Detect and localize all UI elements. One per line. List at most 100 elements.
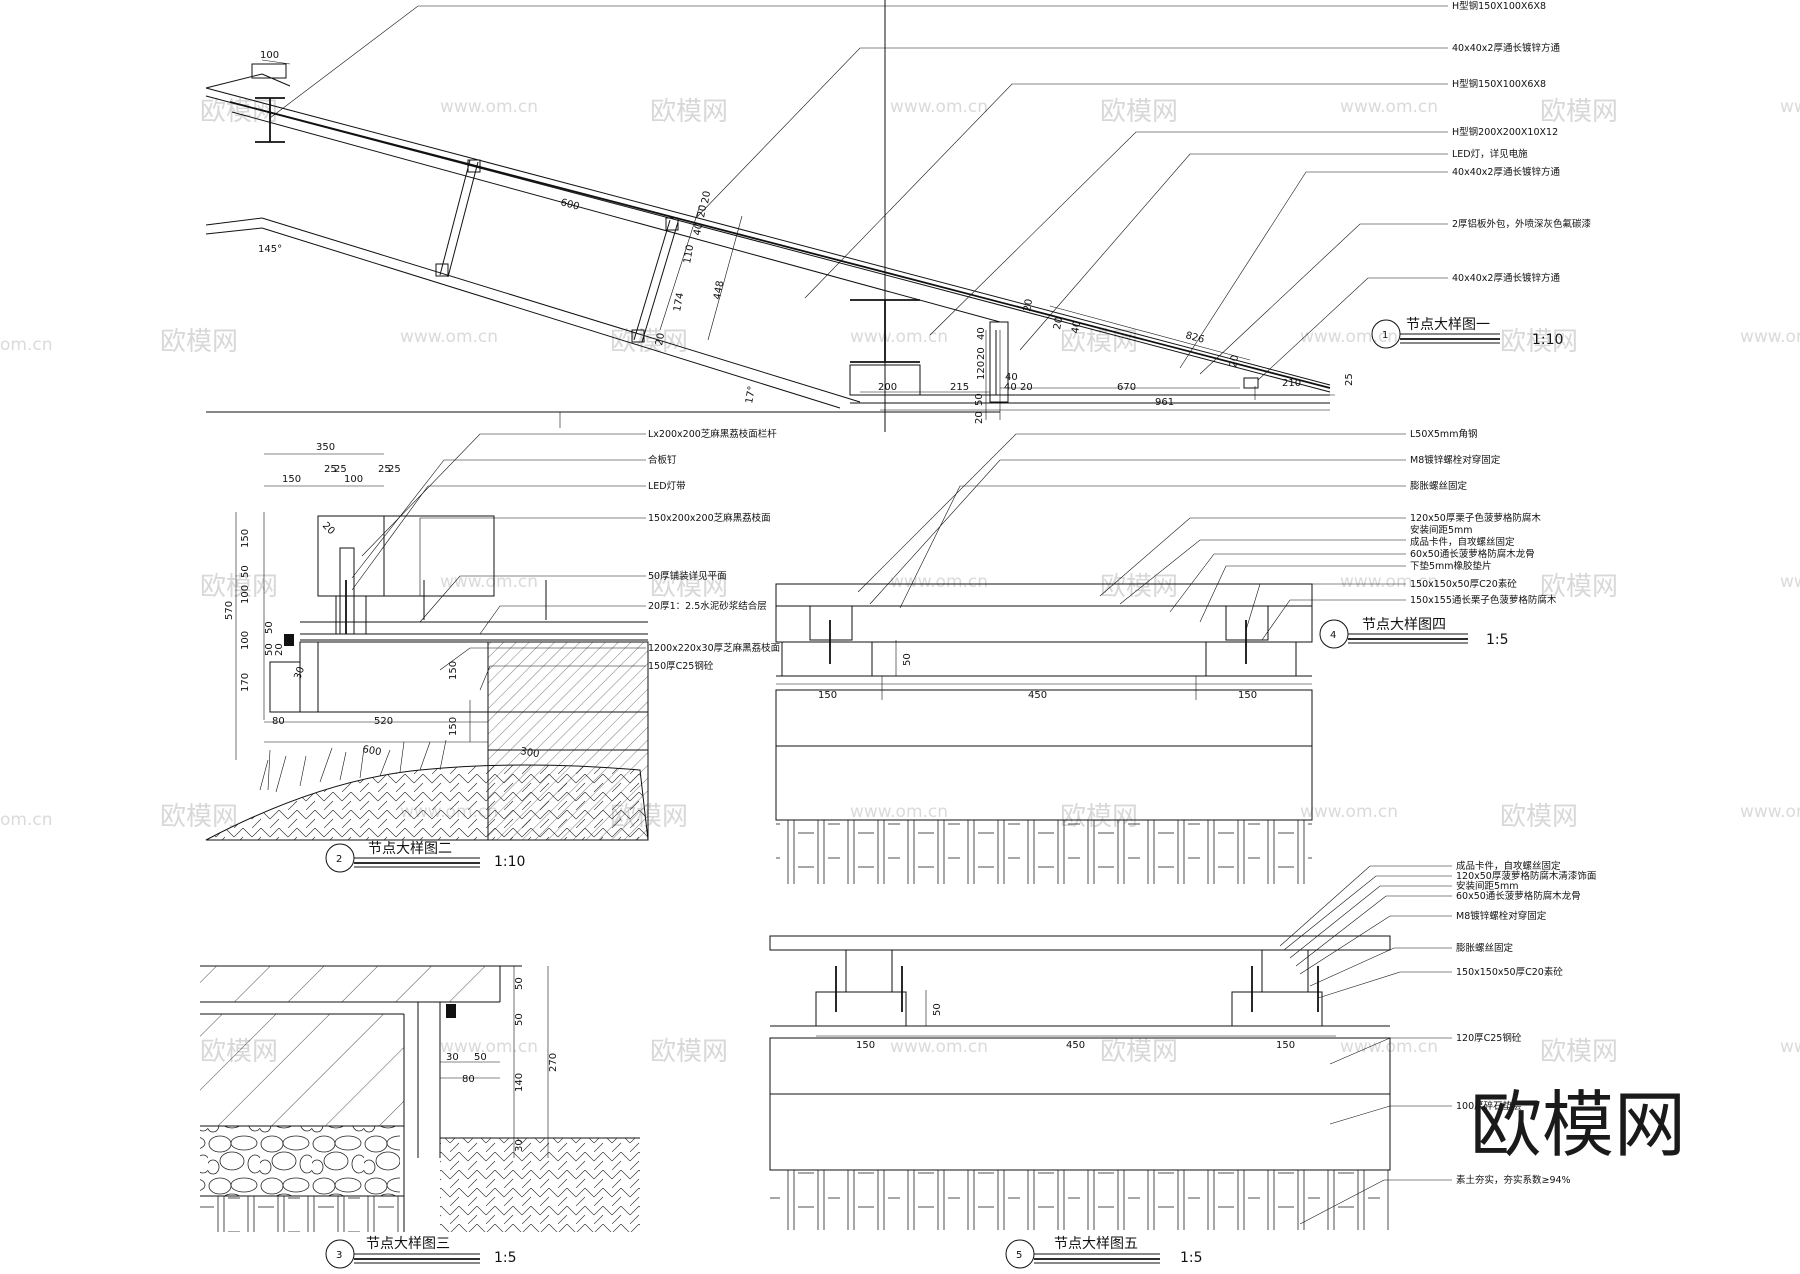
d4-scale: 1:5	[1486, 632, 1509, 648]
d4-dim-450: 450	[1028, 690, 1047, 701]
d1-dim-20c: 20	[654, 332, 667, 346]
d5-label-9: 100厚碎石垫层	[1456, 1100, 1522, 1112]
d1-label-5: LED灯，详见电施	[1452, 148, 1528, 160]
watermark-brand: 欧模网	[1500, 802, 1578, 832]
d2-dim-50c: 50	[264, 643, 275, 656]
watermark-brand: 欧模网	[1100, 1037, 1178, 1067]
watermark-url: www.om.cn	[1300, 802, 1398, 822]
d4-label-6: 成品卡件，自攻螺丝固定	[1410, 536, 1515, 548]
d1-dim-826: 826	[1184, 330, 1205, 346]
d2-dim-25d: 25	[388, 464, 401, 475]
detail-2-drawing: 350 150 25 25 100 25 25 20 150 50 100 50…	[205, 428, 780, 873]
d2-dim-25c: 25	[378, 464, 391, 475]
d1-label-8: 40x40x2厚通长镀锌方通	[1452, 272, 1560, 284]
d5-number: 5	[1016, 1250, 1022, 1261]
d5-label-5: M8镀锌螺栓对穿固定	[1456, 910, 1547, 922]
d3-dim-50a: 50	[514, 977, 525, 990]
d5-dim-150a: 150	[856, 1040, 875, 1051]
d1-label-4: H型钢200X200X10X12	[1452, 126, 1558, 138]
d1-label-6: 40x40x2厚通长镀锌方通	[1452, 166, 1560, 178]
d4-label-2: M8镀锌螺栓对穿固定	[1410, 454, 1501, 466]
d1-dim-20b: 20	[700, 190, 713, 204]
d4-label-7: 60x50通长菠萝格防腐木龙骨	[1410, 548, 1535, 560]
watermark-url: www.om.cn	[1340, 97, 1438, 117]
d2-label-8: 150厚C25钢砼	[648, 660, 714, 672]
watermark-url-partial: om.cn	[0, 810, 53, 830]
d1-dim-448: 448	[712, 280, 726, 301]
d1-dim-670: 670	[1117, 382, 1136, 393]
d4-dim-50: 50	[902, 653, 913, 666]
d3-dim-80: 80	[462, 1074, 475, 1085]
watermark-url: www.om.cn	[1300, 327, 1398, 347]
d3-number: 3	[336, 1250, 342, 1261]
d2-dim-25a: 25	[324, 464, 337, 475]
d3-scale: 1:5	[494, 1250, 517, 1266]
d4-dim-150b: 150	[1238, 690, 1257, 701]
d2-scale: 1:10	[494, 854, 525, 870]
watermark-brand: 欧模网	[1540, 97, 1618, 127]
d4-label-1: L50X5mm角钢	[1410, 428, 1477, 440]
detail-5-drawing: 50 150 450 150 成品卡件，自攻螺丝固定 120x50厚菠萝格防腐木…	[769, 860, 1596, 1269]
d5-title: 节点大样图五	[1054, 1236, 1138, 1252]
d1-scale: 1:10	[1532, 332, 1563, 348]
d2-dim-350: 350	[316, 442, 335, 453]
d4-label-3: 膨胀螺丝固定	[1410, 480, 1468, 492]
watermark-brand: 欧模网	[650, 1037, 728, 1067]
watermark-brand: 欧模网	[610, 327, 688, 357]
d2-dim-20: 20	[320, 520, 337, 537]
d1-dim-961: 961	[1155, 397, 1174, 408]
d5-label-4: 60x50通长菠萝格防腐木龙骨	[1456, 890, 1581, 902]
d1-title: 节点大样图一	[1406, 317, 1490, 333]
watermark-url: www.om.cn	[440, 97, 538, 117]
d5-label-1: 成品卡件，自攻螺丝固定	[1456, 860, 1561, 872]
d4-label-5: 安装间距5mm	[1410, 524, 1473, 536]
watermark-brand: 欧模网	[650, 97, 728, 127]
d2-dim-50b: 50	[264, 621, 275, 634]
d1-label-3: H型钢150X100X6X8	[1452, 78, 1546, 90]
detail-4-drawing: 50 150 450 150 L50X5mm角钢 M8镀锌螺栓对穿固定 膨胀螺丝…	[775, 428, 1557, 884]
d1-label-2: 40x40x2厚通长镀锌方通	[1452, 42, 1560, 54]
d1-dim-25: 25	[1344, 373, 1355, 386]
d1-dim-20f: 20	[974, 411, 985, 424]
watermark-brand: 欧模网	[200, 572, 278, 602]
d2-dim-80: 80	[272, 716, 285, 727]
watermark-url: www.om.cn	[890, 1037, 988, 1057]
d1-dim-40d: 40	[1005, 372, 1018, 383]
d1-dim-174: 174	[672, 292, 686, 313]
watermark-url: www.om.cn	[850, 802, 948, 822]
d1-dim-20h: 20	[1052, 316, 1065, 330]
d2-dim-30: 30	[292, 665, 307, 681]
d1-dim-215: 215	[950, 382, 969, 393]
d1-dim-210: 210	[1282, 378, 1301, 389]
d3-dim-30b: 30	[514, 1139, 525, 1152]
watermark-url: www.om.cn	[1780, 97, 1800, 117]
detail-1-drawing: 100 145° 600 448 174 110 40 20 20 20 40 …	[205, 0, 1592, 432]
d2-dim-100c: 100	[240, 631, 251, 650]
watermark-brand: 欧模网	[650, 572, 728, 602]
watermark-url: www.om.cn	[850, 327, 948, 347]
watermark-url: www.om.cn	[440, 1037, 538, 1057]
watermark-url: www.om.cn	[400, 327, 498, 347]
d4-dim-150a: 150	[818, 690, 837, 701]
d1-dim-20d: 20	[976, 347, 987, 360]
d3-dim-270: 270	[548, 1053, 559, 1072]
d1-dim-17: 17°	[744, 385, 758, 404]
d2-label-4: 150x200x200芝麻黑荔枝面	[648, 512, 771, 524]
d1-dim-110: 110	[682, 244, 696, 265]
d2-dim-50: 50	[240, 565, 251, 578]
watermark-brand: 欧模网	[1540, 572, 1618, 602]
d1-dim-40e: 40	[1070, 320, 1083, 334]
d2-dim-520: 520	[374, 716, 393, 727]
watermark-url: www.om.cn	[1740, 802, 1800, 822]
d5-dim-150b: 150	[1276, 1040, 1295, 1051]
d2-dim-150: 150	[282, 474, 301, 485]
d5-label-2: 120x50厚菠萝格防腐木清漆饰面	[1456, 870, 1596, 882]
d3-dim-50b: 50	[514, 1013, 525, 1026]
watermark-brand: 欧模网	[160, 327, 238, 357]
d2-dim-570: 570	[224, 601, 235, 620]
d4-label-10: 150x155通长栗子色菠萝格防腐木	[1410, 594, 1557, 606]
d5-label-7: 150x150x50厚C20素砼	[1456, 966, 1563, 978]
d1-dim-20a: 20	[696, 204, 709, 218]
watermark-url: www.om.cn	[890, 97, 988, 117]
d2-dim-150d: 150	[448, 661, 459, 680]
